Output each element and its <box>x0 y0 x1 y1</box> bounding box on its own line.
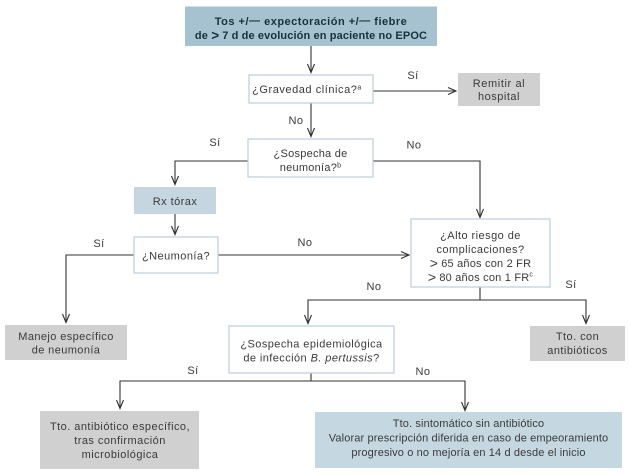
svg-text:complicaciones?: complicaciones? <box>436 244 524 256</box>
svg-text:Tto. antibiótico específico,: Tto. antibiótico específico, <box>50 421 190 433</box>
svg-text:No: No <box>289 115 304 127</box>
svg-text:Manejo específico: Manejo específico <box>18 331 113 343</box>
svg-text:No: No <box>367 281 382 293</box>
svg-text:¿Alto riesgo de: ¿Alto riesgo de <box>440 230 521 242</box>
svg-text:No: No <box>416 366 431 378</box>
svg-text:tras confirmación: tras confirmación <box>74 435 166 447</box>
svg-text:antibióticos: antibióticos <box>547 345 607 357</box>
svg-text:¿Sospecha de: ¿Sospecha de <box>274 148 348 160</box>
svg-text:Sí: Sí <box>407 70 418 82</box>
svg-text:Rx tórax: Rx tórax <box>153 196 198 208</box>
svg-text:de > 7 d de evolución en pacie: de > 7 d de evolución en paciente no EPO… <box>195 28 427 43</box>
svg-text:¿Sospecha epidemiológica: ¿Sospecha epidemiológica <box>240 339 383 351</box>
svg-text:progresivo o no mejoría en 14: progresivo o no mejoría en 14 d desde el… <box>351 447 585 459</box>
svg-text:¿Neumonía?: ¿Neumonía? <box>142 251 210 263</box>
svg-text:> 65 años con 2 FR: > 65 años con 2 FR <box>430 255 531 271</box>
svg-text:Tto. con: Tto. con <box>556 331 599 343</box>
svg-text:No: No <box>298 237 313 249</box>
svg-text:Valorar prescripción diferida: Valorar prescripción diferida en caso de… <box>329 433 609 445</box>
svg-text:hospital: hospital <box>478 91 520 103</box>
svg-text:Sí: Sí <box>187 365 198 377</box>
svg-text:microbiológica: microbiológica <box>82 449 159 461</box>
svg-text:> 80 años con 1 FRc: > 80 años con 1 FRc <box>428 269 533 285</box>
svg-text:Tos +/— expectoración +/— fieb: Tos +/— expectoración +/— fiebre <box>215 15 407 28</box>
svg-text:neumonía?b: neumonía?b <box>280 162 341 174</box>
svg-text:de neumonía: de neumonía <box>32 345 101 357</box>
svg-text:Sí: Sí <box>565 279 576 291</box>
svg-text:Sí: Sí <box>209 137 220 149</box>
svg-text:Tto. sintomático sin antibióti: Tto. sintomático sin antibiótico <box>393 418 545 430</box>
svg-text:¿Gravedad clínica?a: ¿Gravedad clínica?a <box>252 84 362 96</box>
svg-text:Sí: Sí <box>93 238 104 250</box>
svg-text:No: No <box>407 140 422 152</box>
svg-text:Remitir al: Remitir al <box>473 78 525 90</box>
svg-text:de infección B. pertussis?: de infección B. pertussis? <box>243 353 379 365</box>
